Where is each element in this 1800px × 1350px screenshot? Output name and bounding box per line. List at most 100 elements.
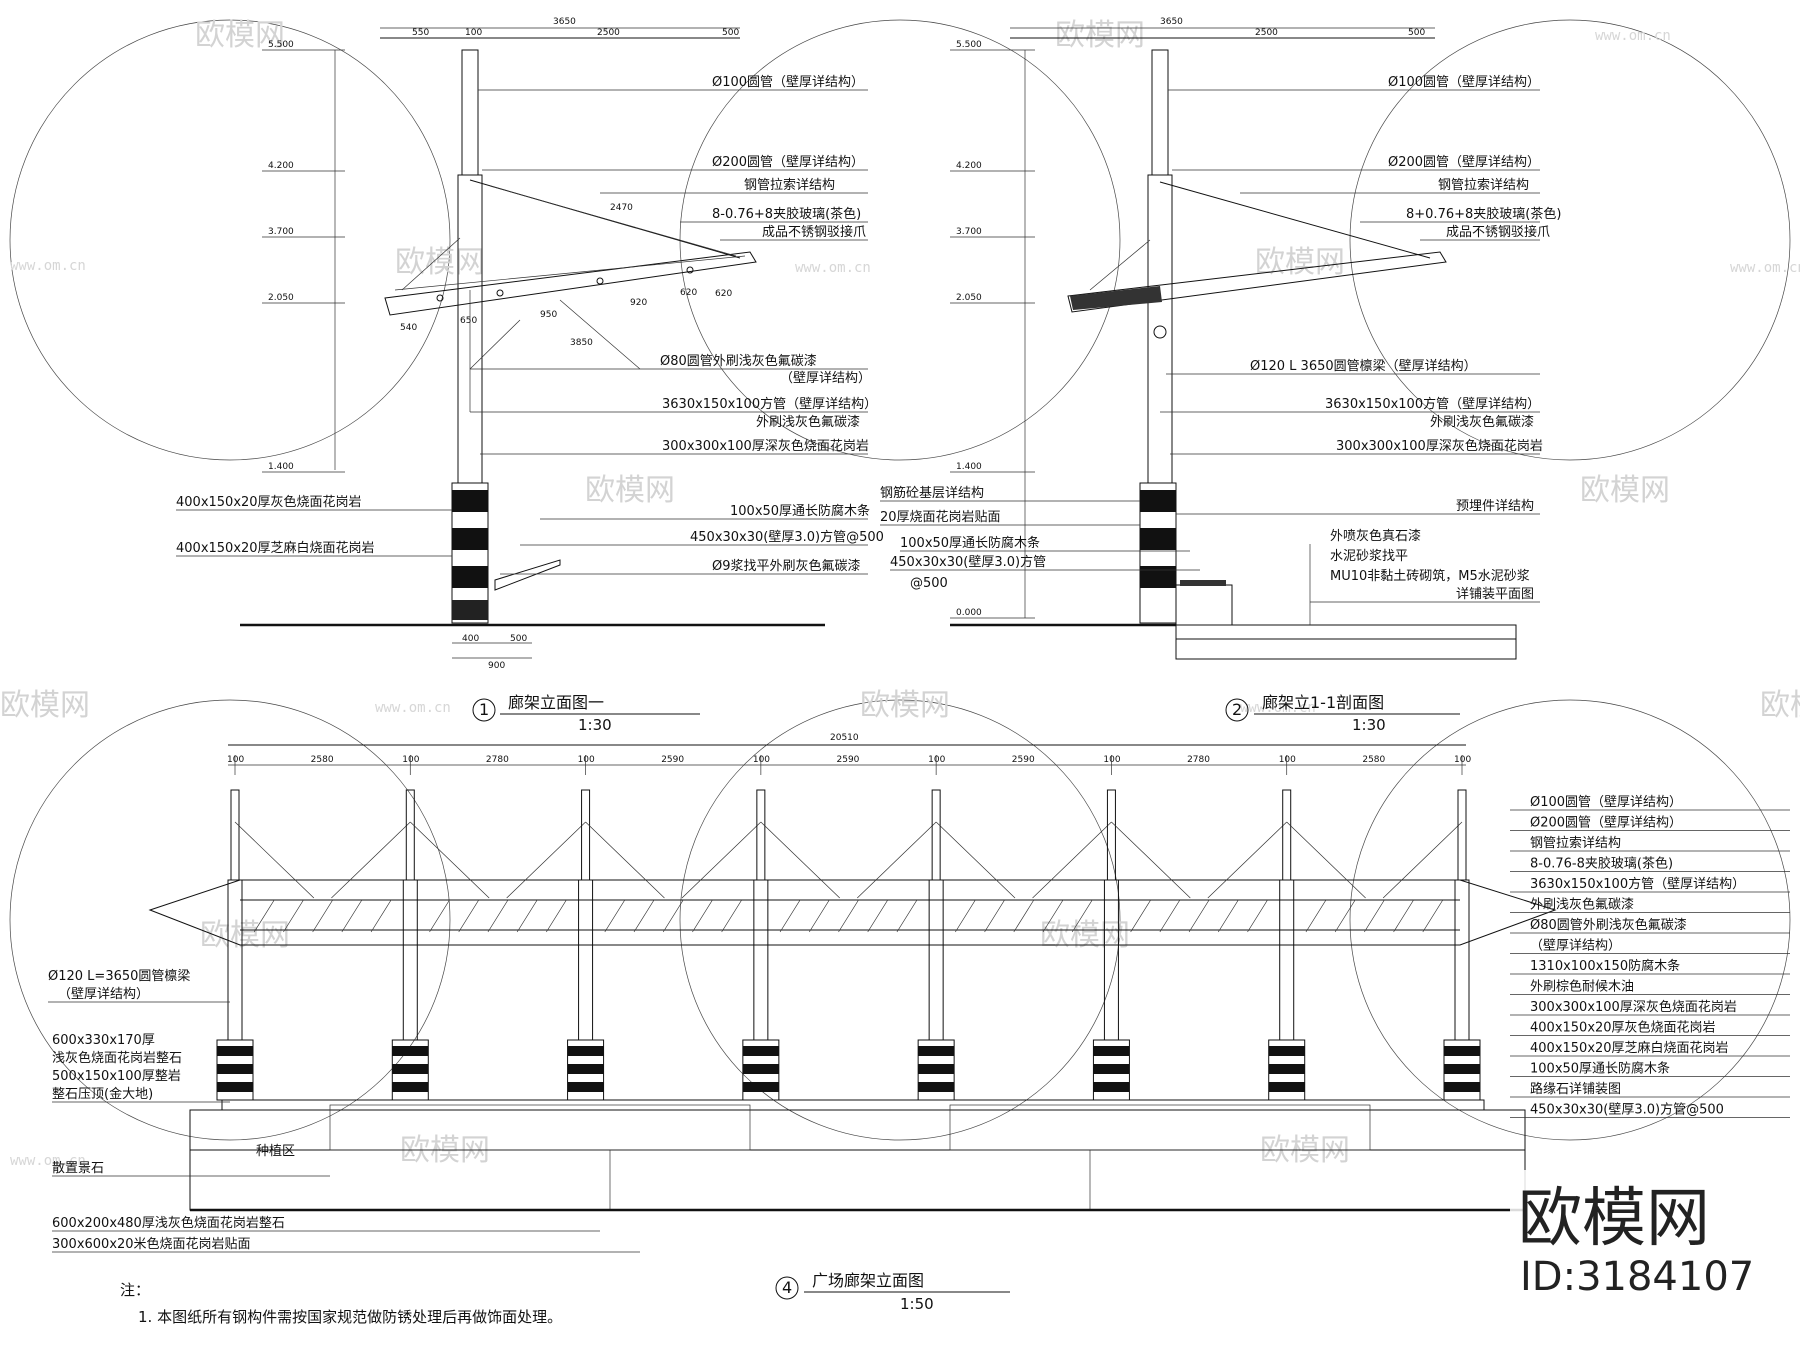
watermark-brand: 欧模网 [860, 688, 950, 723]
dim-bay: 2780 [1187, 755, 1210, 765]
watermark-brand: 欧模网 [195, 18, 285, 53]
pier-band [918, 1064, 955, 1074]
callout-label: 散置景石 [52, 1161, 104, 1176]
pier-band [392, 1046, 429, 1056]
dim-bay: 2780 [486, 755, 509, 765]
pier-band [392, 1064, 429, 1074]
callout-label: 外喷灰色真石漆 [1330, 528, 1421, 544]
pier-band [1268, 1082, 1305, 1092]
dim-bay: 2580 [311, 755, 334, 765]
purlin [546, 899, 567, 933]
drawing-1-left-callouts: 400x150x20厚灰色烧面花岗岩 400x150x20厚芝麻白烧面花岗岩 [176, 494, 452, 557]
callout-label: 钢管拉索详结构 [744, 178, 835, 193]
colonnade-posts [216, 789, 1481, 1101]
callout-label: Ø100圆管（壁厚详结构） [1530, 795, 1682, 810]
purlin [1130, 899, 1151, 933]
callout-label: 钢筋砼基层详结构 [880, 485, 984, 501]
post-upper [1106, 789, 1116, 881]
watermark-url: www.om.cn [1595, 28, 1671, 44]
cable [1207, 821, 1287, 899]
watermark-brand: 欧模网 [1055, 18, 1145, 53]
purlin [458, 899, 480, 933]
drawing-2-left-callouts: 钢筋砼基层详结构 20厚烧面花岗岩贴面 100x50厚通长防腐木条 450x30… [880, 485, 1200, 591]
pier-band [1444, 1082, 1480, 1092]
purlin [341, 899, 363, 933]
pier-band [1268, 1064, 1305, 1074]
watermark-url: www.om.cn [1240, 700, 1316, 716]
callout-label: 300x300x100厚深灰色烧面花岗岩 [662, 438, 869, 454]
callout-label: 8-0.76-8夹胶玻璃(茶色) [1530, 856, 1673, 872]
pier-band [1093, 1064, 1130, 1074]
watermark-circles [9, 19, 1791, 1141]
purlin [283, 899, 304, 933]
callout-label: 成品不锈钢驳接爪 [1446, 224, 1550, 240]
drawing-number: 2 [1232, 700, 1242, 719]
elevation-mark: 5.500 [268, 40, 294, 50]
watermark-url: www.om.cn [1730, 260, 1800, 276]
watermark-brand: 欧模网 [1040, 918, 1130, 953]
zone-label: 种植区 [256, 1144, 295, 1159]
callout-label: 400x150x20厚芝麻白烧面花岗岩 [176, 540, 375, 556]
purlin [1042, 899, 1064, 933]
callout-label: Ø80圆管外刷浅灰色氟碳漆 [1530, 917, 1687, 933]
purlin [604, 899, 626, 933]
purlin [838, 899, 859, 933]
drawing-scale: 1:30 [578, 716, 612, 734]
dim-post: 100 [402, 755, 419, 765]
dim-beam: 950 [540, 310, 557, 320]
callout-label: 外刷浅灰色氟碳漆 [756, 414, 860, 430]
post-base [216, 1039, 254, 1101]
drawing-2-section: 3650 2500 500 5.500 4.200 3.700 2.050 1.… [880, 17, 1561, 734]
dim-post: 100 [1279, 755, 1296, 765]
cable [585, 821, 665, 899]
post-upper [931, 789, 941, 881]
drawing-number-circle [472, 698, 496, 722]
post-upper [230, 789, 240, 881]
purlin [692, 899, 713, 933]
elevation-mark: 3.700 [268, 227, 294, 237]
dim-bay: 2590 [661, 755, 684, 765]
dim-post: 100 [578, 755, 595, 765]
purlin [487, 899, 509, 933]
dim-post: 100 [928, 755, 945, 765]
callout-label: 100x50厚通长防腐木条 [1530, 1061, 1670, 1077]
callout-label: 8-0.76+8夹胶玻璃(茶色) [712, 206, 861, 222]
watermark-brand: 欧模网 [1255, 245, 1345, 280]
drawing-1-callouts: Ø100圆管（壁厚详结构） Ø200圆管（壁厚详结构） 钢管拉索详结构 8-0.… [469, 75, 877, 455]
cable [1032, 821, 1112, 899]
purlin [867, 899, 889, 933]
purlin [253, 899, 275, 933]
dim-top: 100 [465, 28, 482, 38]
elevation-mark: 4.200 [956, 161, 982, 171]
post-lower [1279, 879, 1295, 1041]
general-notes: 注： 1. 本图纸所有钢构件需按国家规范做防锈处理后再做饰面处理。 [120, 1281, 562, 1326]
pier-band [1268, 1046, 1305, 1056]
callout-label: Ø100圆管（壁厚详结构） [712, 75, 864, 90]
callout-label: Ø200圆管（壁厚详结构） [1530, 816, 1682, 831]
callout-label: 450x30x30(壁厚3.0)方管@500 [1530, 1102, 1724, 1118]
callout-label: 600x200x480厚浅灰色烧面花岗岩整石 [52, 1215, 285, 1231]
drawing-2-callouts: Ø100圆管（壁厚详结构） Ø200圆管（壁厚详结构） 钢管拉索详结构 8+0.… [1160, 75, 1561, 515]
watermark-url: www.om.cn [375, 700, 451, 716]
post-base [742, 1039, 780, 1101]
post-base [1268, 1039, 1306, 1101]
drawing-number: 4 [782, 1278, 792, 1297]
callout-label: （壁厚详结构） [1530, 939, 1621, 954]
post-base [1092, 1039, 1130, 1101]
cable [1111, 821, 1191, 899]
callout-label: 600x330x170厚 [52, 1033, 155, 1048]
drawing-2-ground-callouts: 外喷灰色真石漆 水泥砂浆找平 MU10非黏土砖砌筑，M5水泥砂浆 详铺装平面图 [1309, 528, 1540, 625]
post-upper [405, 789, 415, 881]
pier-band [1093, 1082, 1130, 1092]
post-lower [1454, 879, 1470, 1041]
purlin [1393, 899, 1414, 933]
purlin [312, 899, 333, 933]
callout-label: Ø200圆管（壁厚详结构） [1388, 155, 1540, 170]
callout-label: 400x150x20厚灰色烧面花岗岩 [176, 494, 362, 510]
callout-label: 450x30x30(壁厚3.0)方管@500 [690, 529, 884, 545]
purlin [370, 899, 392, 933]
drawing-title: 廊架立1-1剖面图 [1262, 693, 1384, 712]
purlin [896, 899, 918, 933]
dim-post: 100 [227, 755, 244, 765]
